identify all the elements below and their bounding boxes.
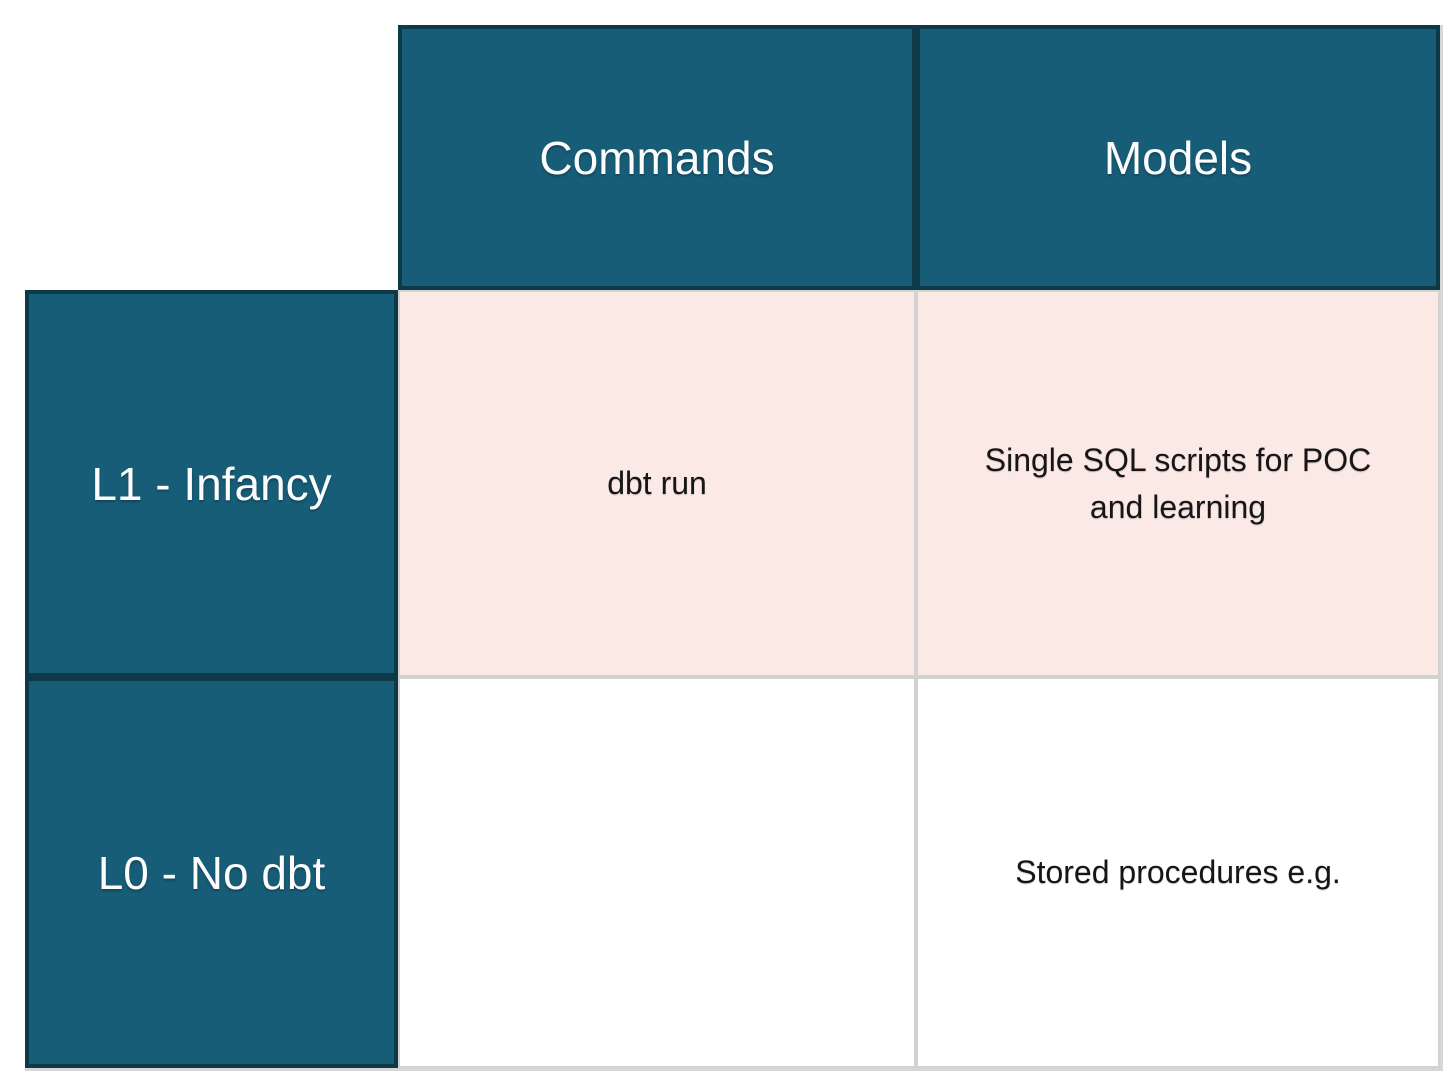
- column-header-commands-label: Commands: [539, 131, 775, 184]
- row-header-l1-infancy: L1 - Infancy: [25, 290, 398, 677]
- cell-l1-commands-text: dbt run: [607, 465, 707, 502]
- cell-l0-commands: [398, 677, 916, 1068]
- cell-l1-models: Single SQL scripts for POC and learning: [916, 290, 1440, 677]
- column-header-commands: Commands: [398, 25, 916, 290]
- row-header-l1-label: L1 - Infancy: [91, 457, 332, 510]
- cell-l1-models-text: Single SQL scripts for POC and learning: [984, 442, 1372, 525]
- corner-spacer: [25, 25, 398, 290]
- row-header-l0-label: L0 - No dbt: [97, 846, 326, 899]
- column-header-models: Models: [916, 25, 1440, 290]
- cell-l0-models-text: Stored procedures e.g.: [1015, 854, 1341, 891]
- column-header-models-label: Models: [1103, 131, 1253, 184]
- maturity-matrix-table: Commands Models L1 - Infancy dbt run Sin…: [25, 25, 1443, 1071]
- cell-l1-commands: dbt run: [398, 290, 916, 677]
- cell-l0-models: Stored procedures e.g.: [916, 677, 1440, 1068]
- row-header-l0-no-dbt: L0 - No dbt: [25, 677, 398, 1068]
